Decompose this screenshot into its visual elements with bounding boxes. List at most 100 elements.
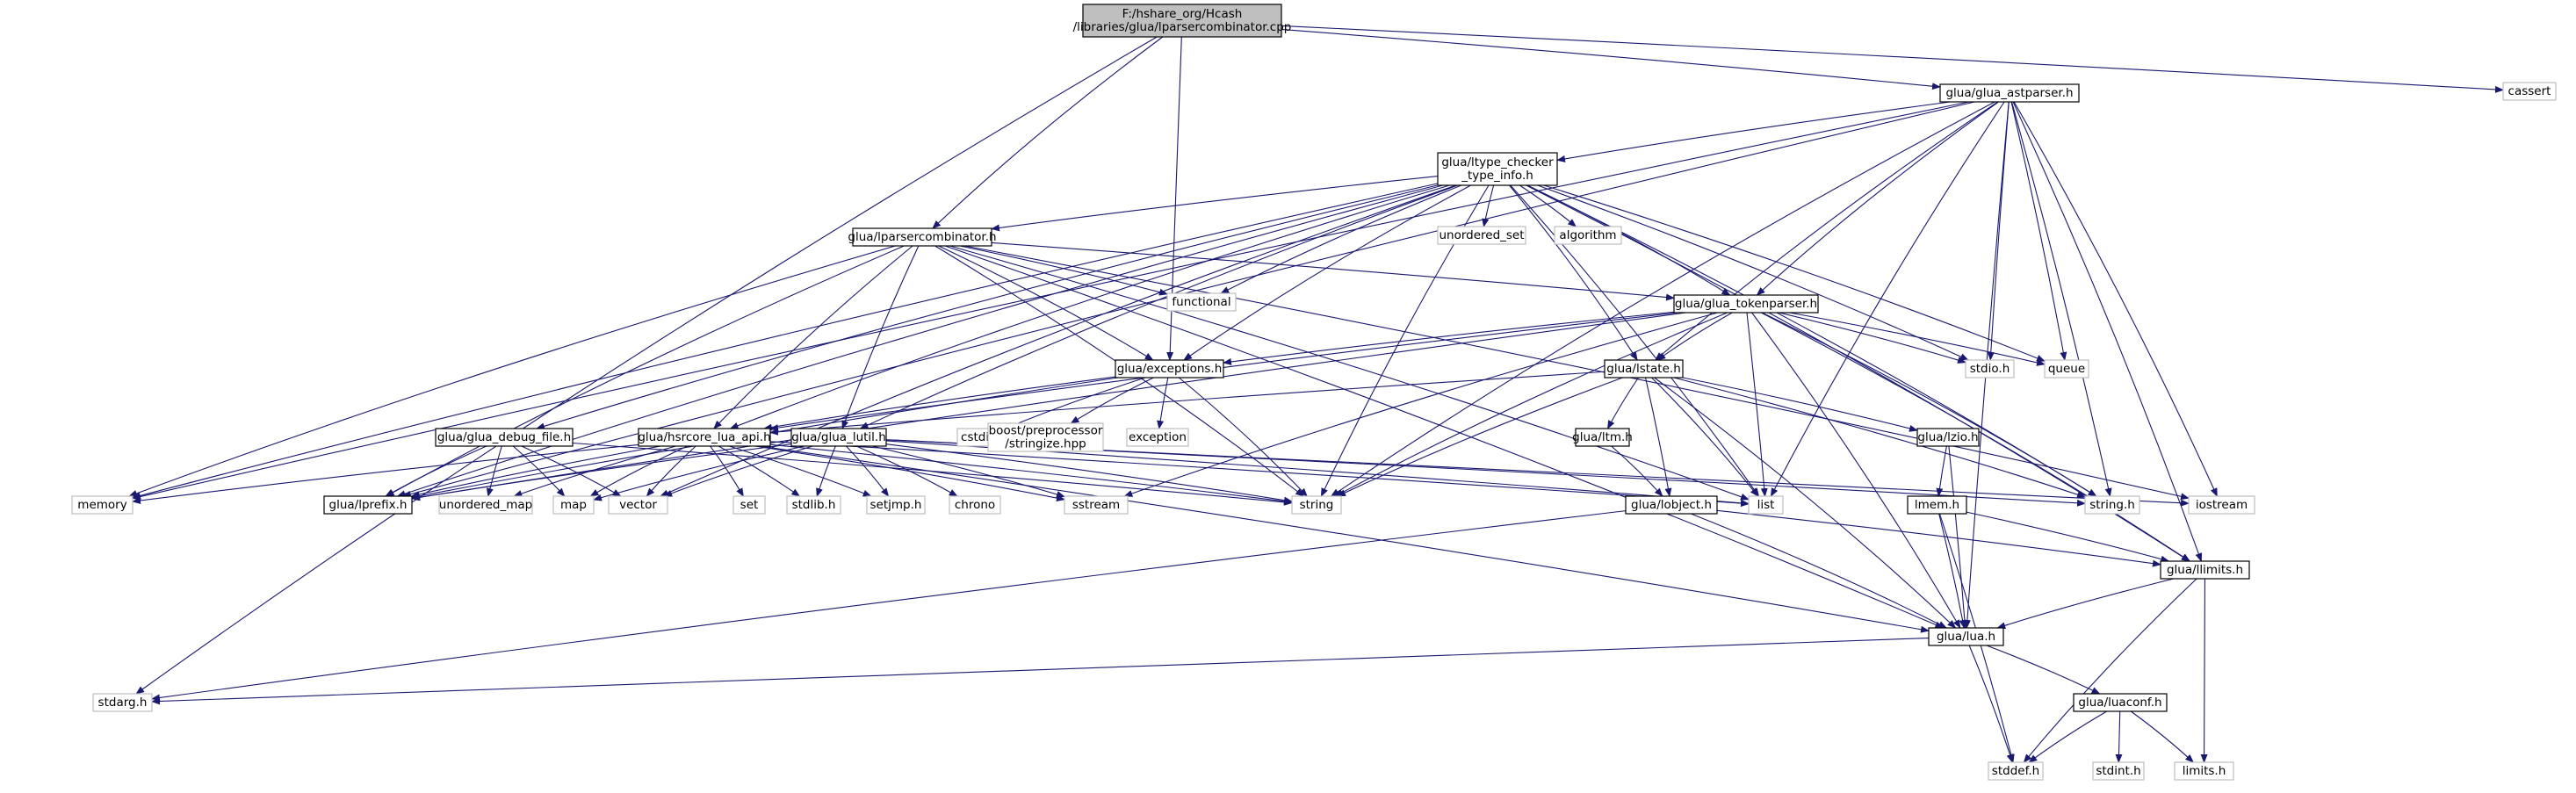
node-lzio[interactable]: glua/lzio.h xyxy=(1916,428,1980,447)
node-lmem-label: lmem.h xyxy=(1915,498,1959,512)
node-luah-label: glua/lua.h xyxy=(1937,630,1995,644)
node-exception: exception xyxy=(1126,428,1189,447)
edge-tokenparser-to-string xyxy=(1334,312,1728,497)
node-string-box xyxy=(1291,495,1342,515)
node-llimits[interactable]: glua/llimits.h xyxy=(2160,560,2250,580)
edge-lmem-to-luah xyxy=(1938,513,1966,629)
node-lparsercombinator[interactable]: glua/lparsercombinator.h xyxy=(848,227,997,247)
node-debugfile-label: glua/glua_debug_file.h xyxy=(437,430,571,444)
node-map: map xyxy=(552,495,595,515)
node-limits-label: limits.h xyxy=(2183,764,2226,778)
edge-hsrcore-to-luah xyxy=(760,445,1930,633)
edge-astparser-to-stdio xyxy=(1987,101,2010,361)
edge-root-to-stdarg xyxy=(135,36,1158,695)
node-lstate[interactable]: glua/lstate.h xyxy=(1604,359,1684,378)
node-lparsercombinator-box xyxy=(852,227,992,247)
node-luaconf-box xyxy=(2073,693,2168,712)
node-lobject-box xyxy=(1625,495,1718,515)
node-stdio: stdio.h xyxy=(1965,359,2015,378)
node-tokenparser-box xyxy=(1673,294,1819,314)
edge-typechecker-to-algorithm xyxy=(1519,184,1577,227)
edge-hsrcore-to-set xyxy=(710,445,744,497)
node-luah[interactable]: glua/lua.h xyxy=(1928,627,2004,646)
node-typechecker[interactable]: glua/ltype_checker_type_info.h xyxy=(1437,152,1558,186)
node-chrono: chrono xyxy=(949,495,1001,515)
node-stringh-label: string.h xyxy=(2089,498,2135,512)
node-root-label: /libraries/glua/lparsercombinator.cpp xyxy=(1073,20,1292,34)
node-algorithm-box xyxy=(1554,226,1622,245)
node-stdarg-label: stdarg.h xyxy=(98,696,148,710)
node-algorithm-label: algorithm xyxy=(1559,228,1616,242)
edge-ltm-to-lobject xyxy=(1611,445,1663,497)
edge-lparsercombinator-to-functional xyxy=(959,245,1168,296)
node-root-label: F:/hshare_org/Hcash xyxy=(1122,7,1243,21)
edge-typechecker-to-unordered_set xyxy=(1482,184,1495,227)
nodes-layer: F:/hshare_org/Hcash/libraries/glua/lpars… xyxy=(71,4,2557,781)
node-lmem[interactable]: lmem.h xyxy=(1907,495,1967,515)
edge-lutil-to-vector xyxy=(663,445,813,497)
node-lzio-box xyxy=(1916,428,1980,447)
node-astparser-label: glua/glua_astparser.h xyxy=(1945,86,2073,100)
node-stdlib-label: stdlib.h xyxy=(792,498,836,512)
node-stringh: string.h xyxy=(2084,495,2140,515)
edge-lutil-to-map xyxy=(593,445,805,501)
node-unordered_set-box xyxy=(1437,226,1526,245)
node-iostream: iostream xyxy=(2188,495,2255,515)
node-memory: memory xyxy=(71,495,133,515)
edge-typechecker-to-exceptions xyxy=(1183,184,1471,361)
node-stddef-label: stddef.h xyxy=(1992,764,2039,778)
node-set-label: set xyxy=(740,498,759,512)
node-root[interactable]: F:/hshare_org/Hcash/libraries/glua/lpars… xyxy=(1073,4,1292,38)
node-stdint-label: stdint.h xyxy=(2096,764,2140,778)
node-lzio-label: glua/lzio.h xyxy=(1917,430,1978,444)
node-memory-label: memory xyxy=(77,498,126,512)
edge-astparser-to-string xyxy=(1330,101,1995,497)
edge-astparser-to-tokenparser xyxy=(1756,101,1999,296)
edge-lobject-to-stdarg xyxy=(151,510,1627,702)
edge-astparser-to-lstate xyxy=(1655,101,1999,361)
node-exceptions[interactable]: glua/exceptions.h xyxy=(1115,359,1224,378)
node-tokenparser[interactable]: glua/glua_tokenparser.h xyxy=(1673,294,1819,314)
node-lmem-box xyxy=(1907,495,1967,515)
edge-astparser-to-lprefix xyxy=(401,101,1975,498)
node-hsrcore-label: glua/hsrcore_lua_api.h xyxy=(638,430,770,444)
edge-hsrcore-to-string xyxy=(769,443,1293,505)
edge-hsrcore-to-map xyxy=(589,445,688,497)
node-queue-box xyxy=(2044,359,2089,378)
edge-debugfile-to-lprefix xyxy=(385,445,487,497)
edge-debugfile-to-map xyxy=(512,445,566,497)
node-ltm-label: glua/ltm.h xyxy=(1572,430,1633,444)
node-functional-label: functional xyxy=(1172,295,1230,309)
node-astparser[interactable]: glua/glua_astparser.h xyxy=(1939,83,2080,103)
edge-llimits-to-luah xyxy=(1996,578,2174,630)
edge-llimits-to-limits xyxy=(2200,578,2208,763)
edge-lstate-to-ltm xyxy=(1607,377,1639,429)
edge-hsrcore-to-stdlib xyxy=(718,445,801,497)
edge-typechecker-to-stdio xyxy=(1537,184,1969,361)
edge-tokenparser-to-list xyxy=(1746,312,1768,497)
node-sstream: sstream xyxy=(1064,495,1129,515)
edge-exceptions-to-boostpp xyxy=(1070,377,1154,424)
node-cassert: cassert xyxy=(2502,82,2557,101)
node-lutil-box xyxy=(790,428,887,447)
node-exceptions-box xyxy=(1115,359,1224,378)
edge-lutil-to-chrono xyxy=(855,445,958,497)
node-lutil-label: glua/glua_lutil.h xyxy=(791,430,886,444)
node-boostpp-label: boost/preprocessor xyxy=(989,424,1103,438)
edge-exceptions-to-exception xyxy=(1157,377,1169,429)
node-luaconf[interactable]: glua/luaconf.h xyxy=(2073,693,2168,712)
node-root-box xyxy=(1082,4,1282,38)
edge-hsrcore-to-memory xyxy=(132,443,639,504)
node-set-box xyxy=(732,495,766,515)
edge-lstate-to-lzio xyxy=(1682,377,1918,432)
node-lprefix[interactable]: glua/lprefix.h xyxy=(323,495,413,515)
node-ltm[interactable]: glua/ltm.h xyxy=(1572,428,1633,447)
node-stddef-box xyxy=(1988,761,2044,781)
node-lobject[interactable]: glua/lobject.h xyxy=(1625,495,1718,515)
node-cassert-label: cassert xyxy=(2508,84,2551,98)
node-hsrcore[interactable]: glua/hsrcore_lua_api.h xyxy=(638,428,771,447)
node-unordered_set-label: unordered_set xyxy=(1439,228,1524,242)
node-lutil[interactable]: glua/glua_lutil.h xyxy=(790,428,887,447)
edge-typechecker-to-lparsercombinator xyxy=(991,175,1439,232)
node-debugfile[interactable]: glua/glua_debug_file.h xyxy=(435,428,574,447)
